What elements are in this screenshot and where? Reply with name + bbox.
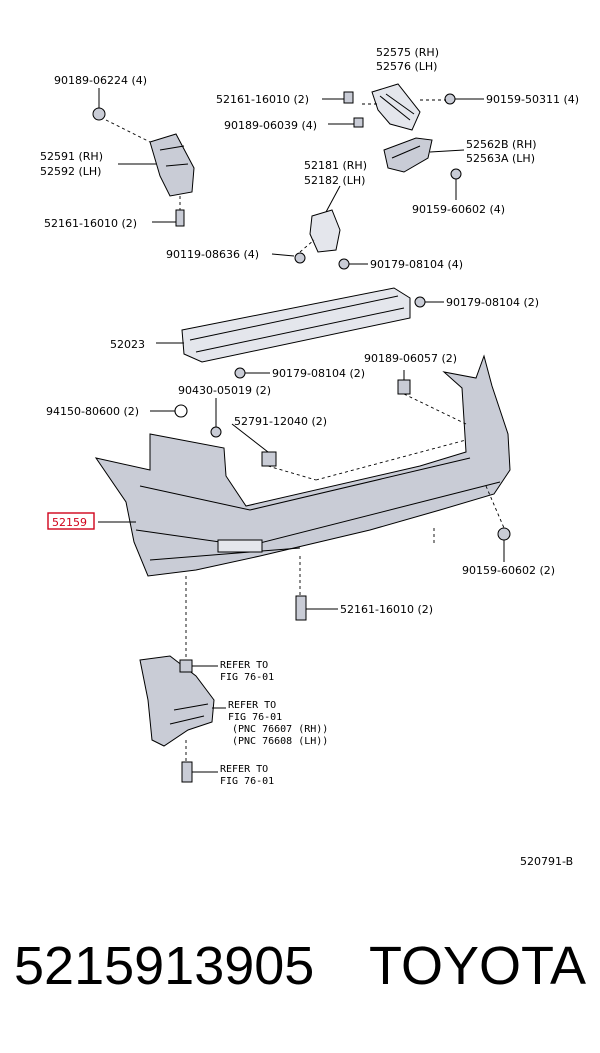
- side-bracket-group: [92, 88, 195, 227]
- clip-90189-06039: [353, 117, 364, 128]
- refer-3-line-2[interactable]: FIG 76-01: [220, 776, 274, 787]
- nut-94150-80600: [174, 404, 188, 418]
- nut-90119-08636: [294, 252, 306, 264]
- retainer-52575: [371, 83, 421, 131]
- lower-fastener-group: [295, 485, 511, 621]
- label-52181[interactable]: 52181 (RH): [304, 159, 367, 172]
- clip-90430-05019: [210, 426, 222, 438]
- label-52576[interactable]: 52576 (LH): [376, 60, 437, 73]
- clip-90189-06224: [92, 107, 106, 121]
- label-90189-06224[interactable]: 90189-06224 (4): [54, 74, 147, 87]
- refer-2-line-4: (PNC 76608 (LH)): [232, 736, 328, 747]
- screw-52161-left: [175, 209, 185, 227]
- label-52159[interactable]: 52159: [52, 516, 87, 529]
- refer-2-line-2[interactable]: FIG 76-01: [228, 712, 282, 723]
- label-52563a[interactable]: 52563A (LH): [466, 152, 535, 165]
- label-90430-05019[interactable]: 90430-05019 (2): [178, 384, 271, 397]
- refer-2-line-3: (PNC 76607 (RH)): [232, 724, 328, 735]
- screw-52161-16010-bottom: [295, 595, 307, 621]
- screw-52791-12040: [261, 451, 277, 467]
- label-90189-06039[interactable]: 90189-06039 (4): [224, 119, 317, 132]
- label-90159-60602-top[interactable]: 90159-60602 (4): [412, 203, 505, 216]
- label-90159-50311[interactable]: 90159-50311 (4): [486, 93, 579, 106]
- label-52161-16010-left[interactable]: 52161-16010 (2): [44, 217, 137, 230]
- nut-90179-08104-a: [338, 258, 350, 270]
- center-bracket-group: [271, 185, 368, 270]
- refer-2-line-1[interactable]: REFER TO: [228, 700, 276, 711]
- part-number-caption: 5215913905: [14, 936, 315, 996]
- nut-90179-08104-b: [414, 296, 426, 308]
- nut-90179-08104-c: [234, 367, 246, 379]
- upper-retainer-group: [322, 83, 484, 200]
- figure-code: 520791-B: [520, 855, 573, 868]
- label-90189-06057[interactable]: 90189-06057 (2): [364, 352, 457, 365]
- part-highlight-box: [47, 512, 95, 530]
- exploded-parts-diagram: 90189-06224 (4) 52575 (RH) 52576 (LH) 52…: [40, 46, 579, 868]
- label-90159-60602-bottom[interactable]: 90159-60602 (2): [462, 564, 555, 577]
- clip-52161-top: [343, 91, 354, 104]
- screw-90159-50311: [444, 93, 456, 105]
- label-90179-08104-b[interactable]: 90179-08104 (2): [446, 296, 539, 309]
- label-90179-08104-c[interactable]: 90179-08104 (2): [272, 367, 365, 380]
- reinforcement-group: [156, 287, 444, 379]
- label-52592[interactable]: 52592 (LH): [40, 165, 101, 178]
- bumper-cover-52159: [94, 354, 511, 577]
- refer-3-line-1[interactable]: REFER TO: [220, 764, 268, 775]
- label-52791-12040[interactable]: 52791-12040 (2): [234, 415, 327, 428]
- label-90119-08636[interactable]: 90119-08636 (4): [166, 248, 259, 261]
- label-52161-16010-top[interactable]: 52161-16010 (2): [216, 93, 309, 106]
- label-52161-16010-bottom[interactable]: 52161-16010 (2): [340, 603, 433, 616]
- refer-1-line-1[interactable]: REFER TO: [220, 660, 268, 671]
- label-52182[interactable]: 52182 (LH): [304, 174, 365, 187]
- clip-90189-06057: [397, 379, 411, 395]
- screw-mudguard-bottom: [181, 761, 193, 783]
- label-52562b[interactable]: 52562B (RH): [466, 138, 537, 151]
- reinforcement-52023: [181, 287, 411, 363]
- screw-90159-60602-bottom: [497, 527, 511, 541]
- label-90179-08104-a[interactable]: 90179-08104 (4): [370, 258, 463, 271]
- clip-mudguard-top: [179, 659, 193, 673]
- label-52023[interactable]: 52023: [110, 338, 145, 351]
- label-52575[interactable]: 52575 (RH): [376, 46, 439, 59]
- label-94150-80600[interactable]: 94150-80600 (2): [46, 405, 139, 418]
- screw-90159-60602-top: [450, 168, 462, 180]
- mudguard-group: [139, 576, 226, 783]
- mudguard: [139, 655, 215, 747]
- refer-1-line-2[interactable]: FIG 76-01: [220, 672, 274, 683]
- brand-caption: TOYOTA: [368, 936, 586, 996]
- bracket-52562b: [383, 137, 433, 173]
- fastener-group: [150, 370, 411, 467]
- callout-labels: 90189-06224 (4) 52575 (RH) 52576 (LH) 52…: [40, 46, 579, 868]
- bracket-52181: [309, 209, 341, 253]
- label-52591[interactable]: 52591 (RH): [40, 150, 103, 163]
